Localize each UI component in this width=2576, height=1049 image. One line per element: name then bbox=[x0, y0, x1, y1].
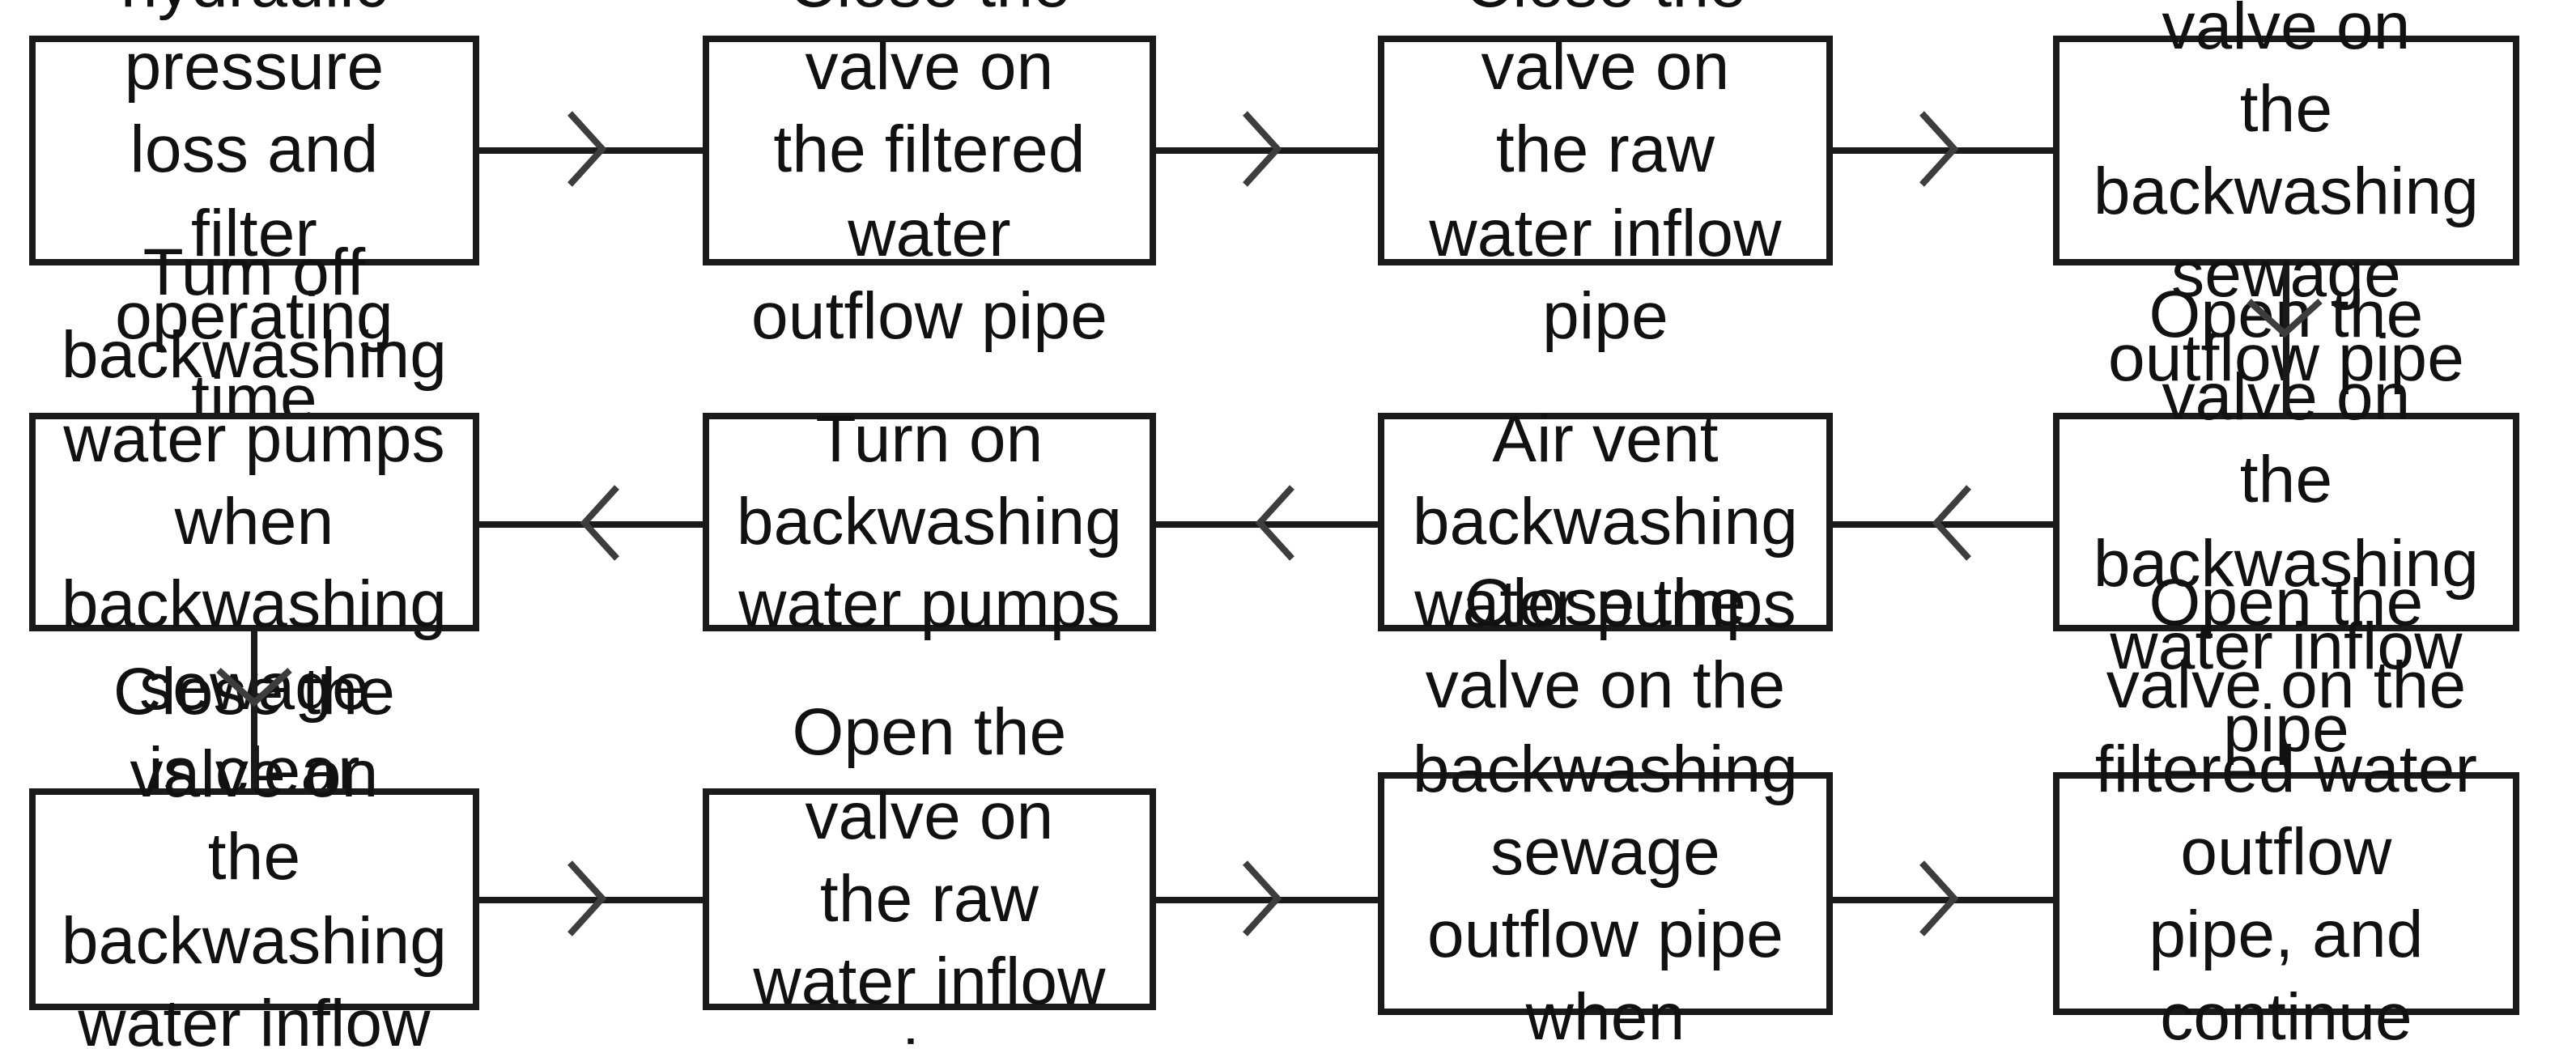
flowchart-node-n10[interactable]: Open the valve on the raw water inflow p… bbox=[703, 788, 1156, 1010]
arrowhead-right-icon bbox=[554, 107, 618, 191]
node-label: Turn on backwashing water pumps bbox=[732, 397, 1127, 647]
arrowhead-left-icon bbox=[1920, 481, 1985, 565]
arrowhead-right-icon bbox=[1906, 856, 1970, 941]
flowchart-node-n8[interactable]: Tum off backwashing water pumps when bac… bbox=[29, 413, 479, 631]
flowchart-node-n9[interactable]: Close the valve on the backwashing water… bbox=[29, 788, 479, 1010]
arrowhead-right-icon bbox=[1229, 107, 1294, 191]
arrowhead-left-icon bbox=[1243, 481, 1308, 565]
node-label: Close the valve on the filtered water ou… bbox=[732, 0, 1127, 358]
flowchart-node-n12[interactable]: Open the valve on the filtered water out… bbox=[2053, 772, 2519, 1015]
node-label: Open the valve on the filtered water out… bbox=[2082, 562, 2490, 1049]
node-label: Close the valve on the backwashing sewag… bbox=[1407, 562, 1804, 1049]
arrowhead-left-icon bbox=[568, 481, 633, 565]
arrowhead-right-icon bbox=[1906, 107, 1970, 191]
arrowhead-down-icon bbox=[2242, 285, 2327, 350]
flowchart-node-n3[interactable]: Close the valve on the raw water inflow … bbox=[1378, 36, 1833, 265]
flowchart-node-n11[interactable]: Close the valve on the backwashing sewag… bbox=[1378, 772, 1833, 1015]
flowchart-node-n4[interactable]: Open the valve on the backwashing sewage… bbox=[2053, 36, 2519, 265]
node-label: Close the valve on the raw water inflow … bbox=[1407, 0, 1804, 358]
arrowhead-right-icon bbox=[1229, 856, 1294, 941]
flowchart-node-n7[interactable]: Turn on backwashing water pumps bbox=[703, 413, 1156, 631]
flowchart-node-n2[interactable]: Close the valve on the filtered water ou… bbox=[703, 36, 1156, 265]
node-label: Open the valve on the raw water inflow p… bbox=[732, 692, 1127, 1049]
arrowhead-down-icon bbox=[212, 654, 296, 719]
arrowhead-right-icon bbox=[554, 856, 618, 941]
